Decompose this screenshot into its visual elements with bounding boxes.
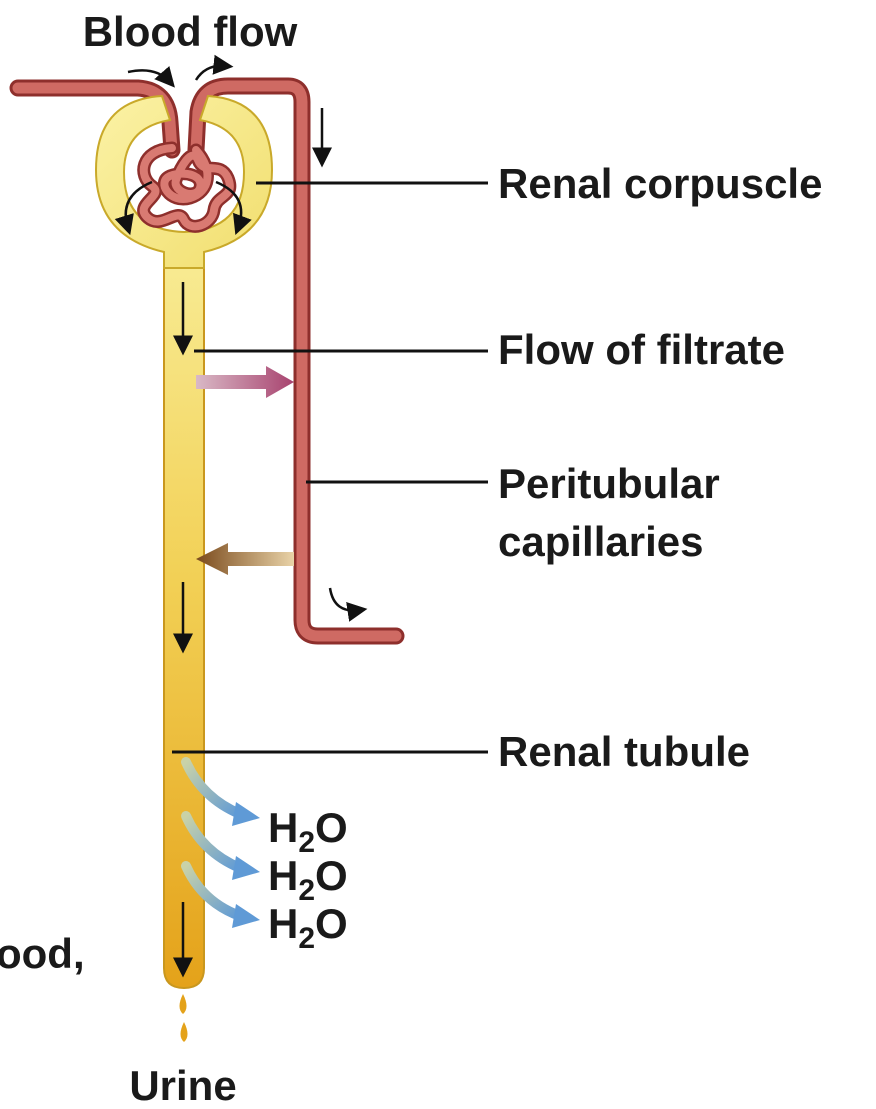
h2o-label-1: H2O bbox=[268, 804, 348, 859]
blood-flow-title: Blood flow bbox=[83, 8, 298, 55]
blood-out-arrow bbox=[196, 66, 226, 80]
renal-tubule-label: Renal tubule bbox=[498, 728, 750, 775]
h2o-label-2: H2O bbox=[268, 852, 348, 907]
h2o-label-3: H2O bbox=[268, 900, 348, 955]
secretion-arrow bbox=[196, 543, 294, 575]
glomerulus bbox=[144, 148, 230, 226]
peritubular-label-line2: capillaries bbox=[498, 518, 703, 565]
flow-of-filtrate-label: Flow of filtrate bbox=[498, 326, 785, 373]
leader-lines bbox=[172, 183, 488, 752]
urine-label: Urine bbox=[129, 1062, 236, 1109]
renal-corpuscle-label: Renal corpuscle bbox=[498, 160, 822, 207]
cut-off-text: ood, bbox=[0, 930, 85, 977]
urine-drop-1 bbox=[180, 994, 187, 1014]
peritubular-label-line1: Peritubular bbox=[498, 460, 720, 507]
urine-drops bbox=[180, 994, 188, 1042]
reabsorption-arrow bbox=[196, 366, 294, 398]
renal-corpuscle bbox=[96, 96, 272, 268]
urine-drop-2 bbox=[181, 1022, 188, 1042]
capillary-exit-arrow bbox=[330, 588, 360, 611]
